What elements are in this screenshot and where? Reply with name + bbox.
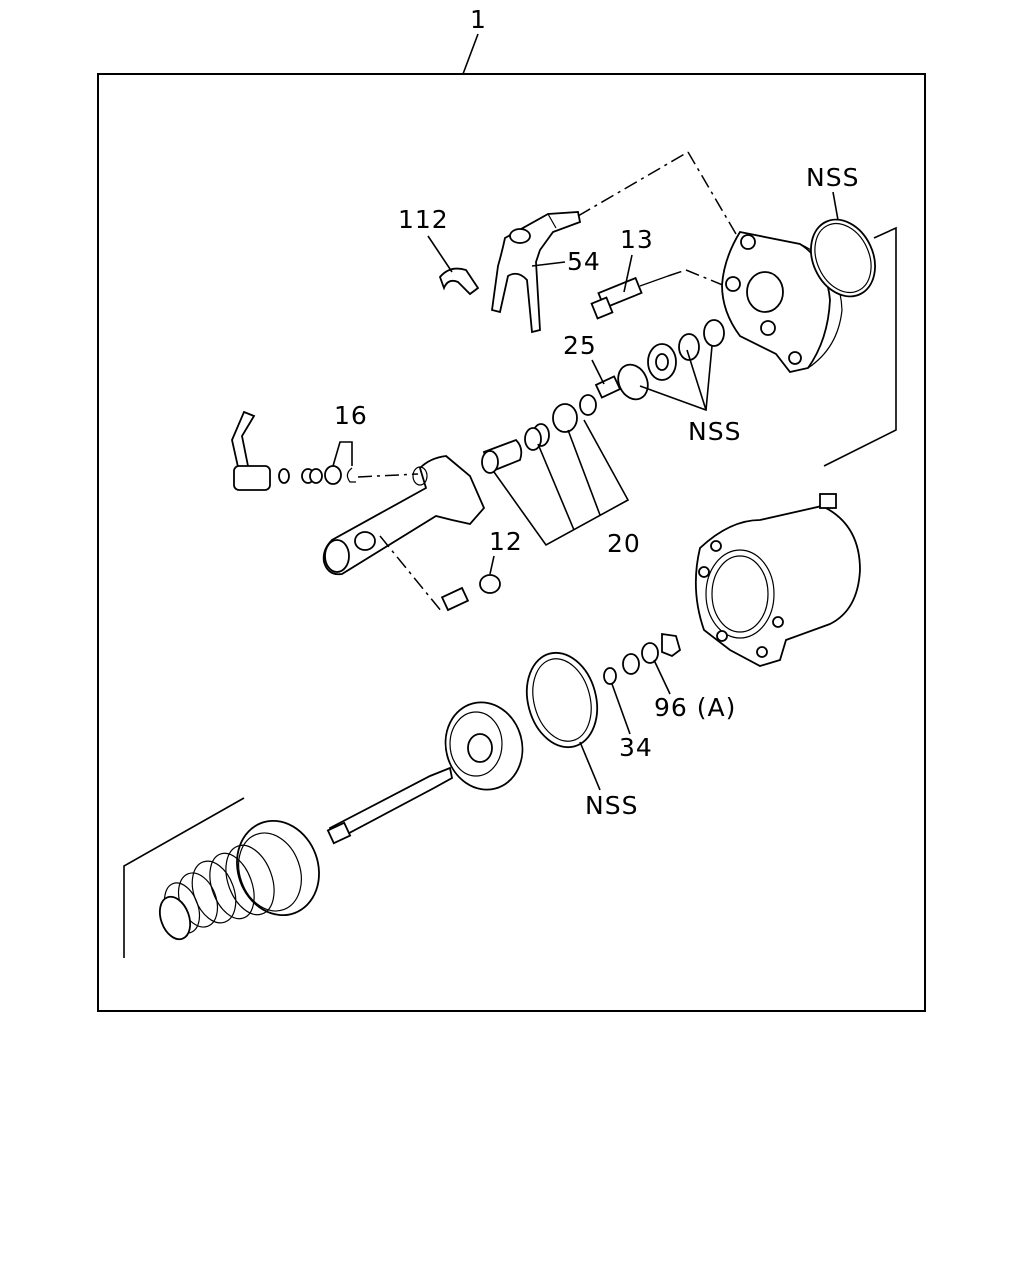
callout-54: 54 xyxy=(567,247,601,276)
leader-16 xyxy=(332,441,353,467)
clip-part xyxy=(438,267,480,296)
leader-54 xyxy=(531,261,566,267)
callout-13: 13 xyxy=(620,225,654,254)
shift-fork-part xyxy=(490,151,689,334)
callout-1: 1 xyxy=(470,5,487,34)
callout-20: 20 xyxy=(607,529,641,558)
leader-20-c xyxy=(567,429,601,516)
callout-nss-middle: NSS xyxy=(688,417,741,446)
piston-part xyxy=(579,375,622,416)
callout-112: 112 xyxy=(398,205,449,234)
callout-nss-top: NSS xyxy=(806,163,859,192)
leader-20 xyxy=(493,419,630,547)
return-spring-part xyxy=(158,819,320,941)
snap-ring-part xyxy=(603,667,617,685)
leader-nss-bottom xyxy=(579,741,601,791)
lower-left-bracket xyxy=(123,797,245,958)
leader-nss-middle-2 xyxy=(686,349,707,411)
seal-rings-part xyxy=(617,319,725,401)
leader-34 xyxy=(611,683,631,735)
assembly-frame xyxy=(97,73,926,1012)
plug-part xyxy=(440,574,501,612)
callout-nss-bottom: NSS xyxy=(585,791,638,820)
callout-96a: 96 (A) xyxy=(654,693,736,722)
leader-20-b xyxy=(537,443,575,531)
diaphragm-part xyxy=(525,651,599,749)
callout-12: 12 xyxy=(489,527,523,556)
piston-plate-part xyxy=(444,701,524,791)
nut-part xyxy=(622,632,682,675)
leader-nss-top xyxy=(832,191,839,221)
leader-96a xyxy=(653,659,671,695)
leader-25 xyxy=(591,359,605,385)
plug-axis-line xyxy=(379,535,443,613)
push-rod-part xyxy=(326,766,454,845)
rear-housing-part xyxy=(694,493,861,667)
seal-kit-part xyxy=(481,403,578,474)
bolt-set-part xyxy=(231,410,356,491)
callout-34: 34 xyxy=(619,733,653,762)
bolt-axis-line xyxy=(357,473,419,478)
callout-25: 25 xyxy=(563,331,597,360)
switch-part xyxy=(590,269,731,320)
callout-16: 16 xyxy=(334,401,368,430)
upper-right-bracket xyxy=(823,226,897,467)
leader-12 xyxy=(489,555,495,575)
cylinder-body-part xyxy=(322,455,486,576)
o-ring-large-part xyxy=(810,218,876,298)
leader-13 xyxy=(623,254,633,293)
leader-1 xyxy=(462,33,479,75)
leader-112 xyxy=(427,235,453,273)
